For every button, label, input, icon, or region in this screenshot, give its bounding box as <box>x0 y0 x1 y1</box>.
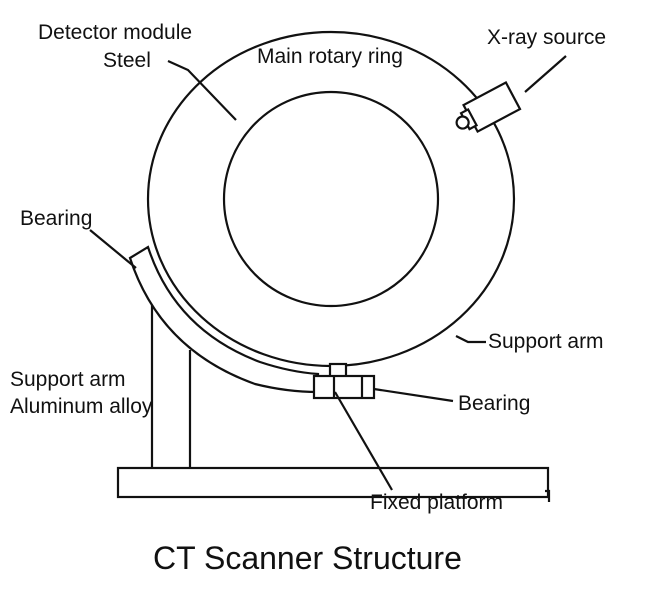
label-main-rotary-ring: Main rotary ring <box>257 45 403 68</box>
label-detector-module: Detector module <box>38 21 193 44</box>
label-bearing-top: Bearing <box>20 207 93 230</box>
leader-xray-source <box>524 55 567 93</box>
fixed-platform-shape <box>116 466 550 499</box>
label-aluminum-alloy: Aluminum alloy <box>10 395 153 418</box>
leader-steel <box>167 59 237 121</box>
label-bearing-bottom: Bearing <box>458 392 531 415</box>
label-support-arm-left: Support arm <box>10 368 126 391</box>
leader-fixed-platform-bracket <box>545 489 551 502</box>
label-steel: Steel <box>103 49 151 72</box>
leader-bearing-top <box>89 229 137 269</box>
curved-support-arm <box>128 245 320 394</box>
xray-source-shape <box>455 81 522 134</box>
diagram-caption: CT Scanner Structure <box>153 540 462 576</box>
label-support-arm-right: Support arm <box>488 330 604 353</box>
leader-support-arm-right <box>455 335 486 344</box>
label-xray-source: X-ray source <box>487 26 607 49</box>
main-rotary-ring-inner <box>222 90 440 308</box>
bearing-block <box>312 374 376 400</box>
main-rotary-ring-outer <box>146 30 516 368</box>
label-fixed-platform: Fixed platform <box>370 491 504 514</box>
leader-bearing-bottom <box>373 387 454 403</box>
leader-fixed-platform <box>334 391 393 491</box>
